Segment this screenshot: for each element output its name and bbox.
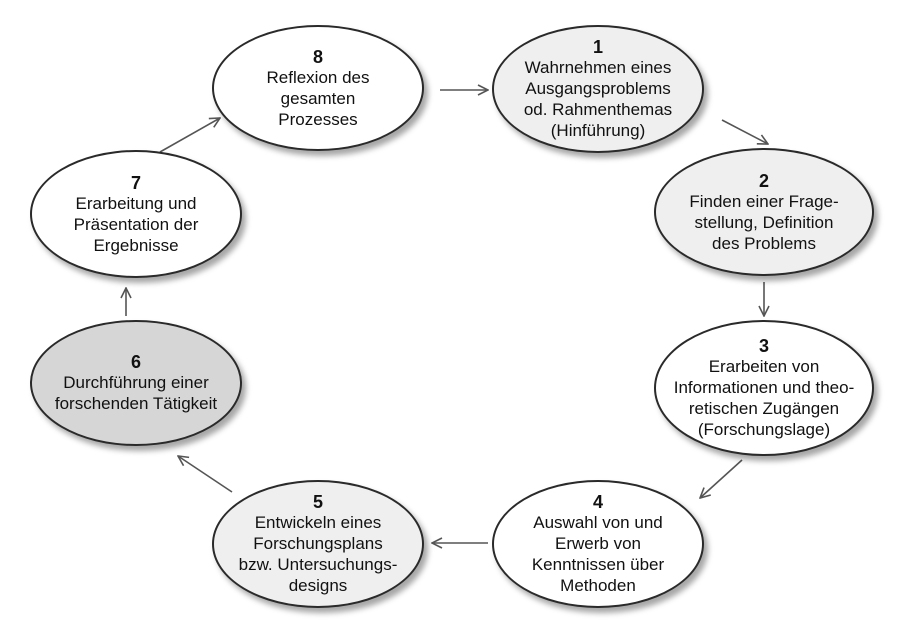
step-7-node: 7 Erarbeitung und Präsentation der Ergeb… <box>30 150 242 278</box>
step-6-node: 6 Durchführung einer forschenden Tätigke… <box>30 320 242 446</box>
step-label: Erarbeiten von Informationen und theo- r… <box>673 357 855 439</box>
step-label: Erarbeitung und Präsentation der Ergebni… <box>73 193 199 255</box>
step-number: 2 <box>758 170 769 191</box>
arrow-n5-to-n6 <box>178 456 233 493</box>
step-number: 1 <box>592 37 603 57</box>
arrow-n3-to-n4 <box>700 459 743 498</box>
step-label: Finden einer Frage- stellung, Definition… <box>689 191 839 253</box>
arrow-n7-to-n8 <box>159 118 220 153</box>
step-number: 7 <box>130 172 141 193</box>
step-number: 4 <box>592 492 603 512</box>
step-number: 6 <box>130 352 141 372</box>
step-label: Reflexion des gesamten Prozesses <box>266 67 370 129</box>
step-1-node: 1 Wahrnehmen eines Ausgangsproblems od. … <box>492 25 704 153</box>
arrow-n1-to-n2 <box>721 119 768 144</box>
step-5-node: 5 Entwickeln eines Forschungsplans bzw. … <box>212 480 424 608</box>
step-number: 8 <box>312 46 323 67</box>
step-label: Durchführung einer forschenden Tätigkeit <box>54 373 218 413</box>
step-3-node: 3 Erarbeiten von Informationen und theo-… <box>654 320 874 456</box>
step-label: Entwickeln eines Forschungsplans bzw. Un… <box>238 513 398 595</box>
step-label: Wahrnehmen eines Ausgangsproblems od. Ra… <box>523 58 673 140</box>
step-number: 3 <box>758 336 769 356</box>
step-8-node: 8 Reflexion des gesamten Prozesses <box>212 25 424 151</box>
step-4-node: 4 Auswahl von und Erwerb von Kenntnissen… <box>492 480 704 608</box>
step-2-node: 2 Finden einer Frage- stellung, Definiti… <box>654 148 874 276</box>
step-label: Auswahl von und Erwerb von Kenntnissen ü… <box>531 513 665 595</box>
step-number: 5 <box>312 492 323 512</box>
